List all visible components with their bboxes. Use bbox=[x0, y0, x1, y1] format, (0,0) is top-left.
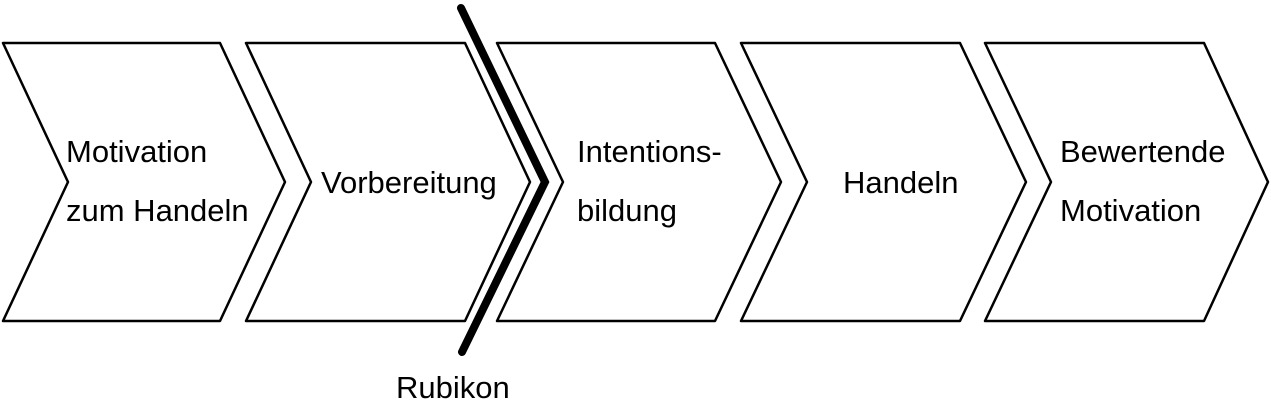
step-label-line-1: Bewertende bbox=[1060, 134, 1225, 169]
step-label-line-2: Motivation bbox=[1060, 193, 1201, 228]
process-step-handeln: Handeln bbox=[739, 41, 1028, 323]
process-step-motivation: Motivation zum Handeln bbox=[1, 41, 287, 323]
rubikon-line bbox=[457, 4, 550, 356]
rubikon-label: Rubikon bbox=[396, 370, 510, 405]
process-step-intentionsbildung: Intentions- bildung bbox=[495, 41, 783, 323]
chevron-shape bbox=[983, 41, 1270, 323]
step-label: Handeln bbox=[843, 165, 958, 200]
step-label-line-2: bildung bbox=[577, 193, 677, 228]
step-label-line-1: Motivation bbox=[66, 134, 207, 169]
process-step-bewertende-motivation: Bewertende Motivation bbox=[983, 41, 1270, 323]
chevron-shape bbox=[244, 41, 532, 323]
chevron-shape bbox=[1, 41, 287, 323]
step-label: Vorbereitung bbox=[321, 165, 497, 200]
process-step-vorbereitung: Vorbereitung bbox=[244, 41, 532, 323]
chevron-shape bbox=[739, 41, 1028, 323]
chevron-shape bbox=[495, 41, 783, 323]
step-label-line-2: zum Handeln bbox=[66, 193, 249, 228]
step-label-line-1: Intentions- bbox=[577, 134, 722, 169]
